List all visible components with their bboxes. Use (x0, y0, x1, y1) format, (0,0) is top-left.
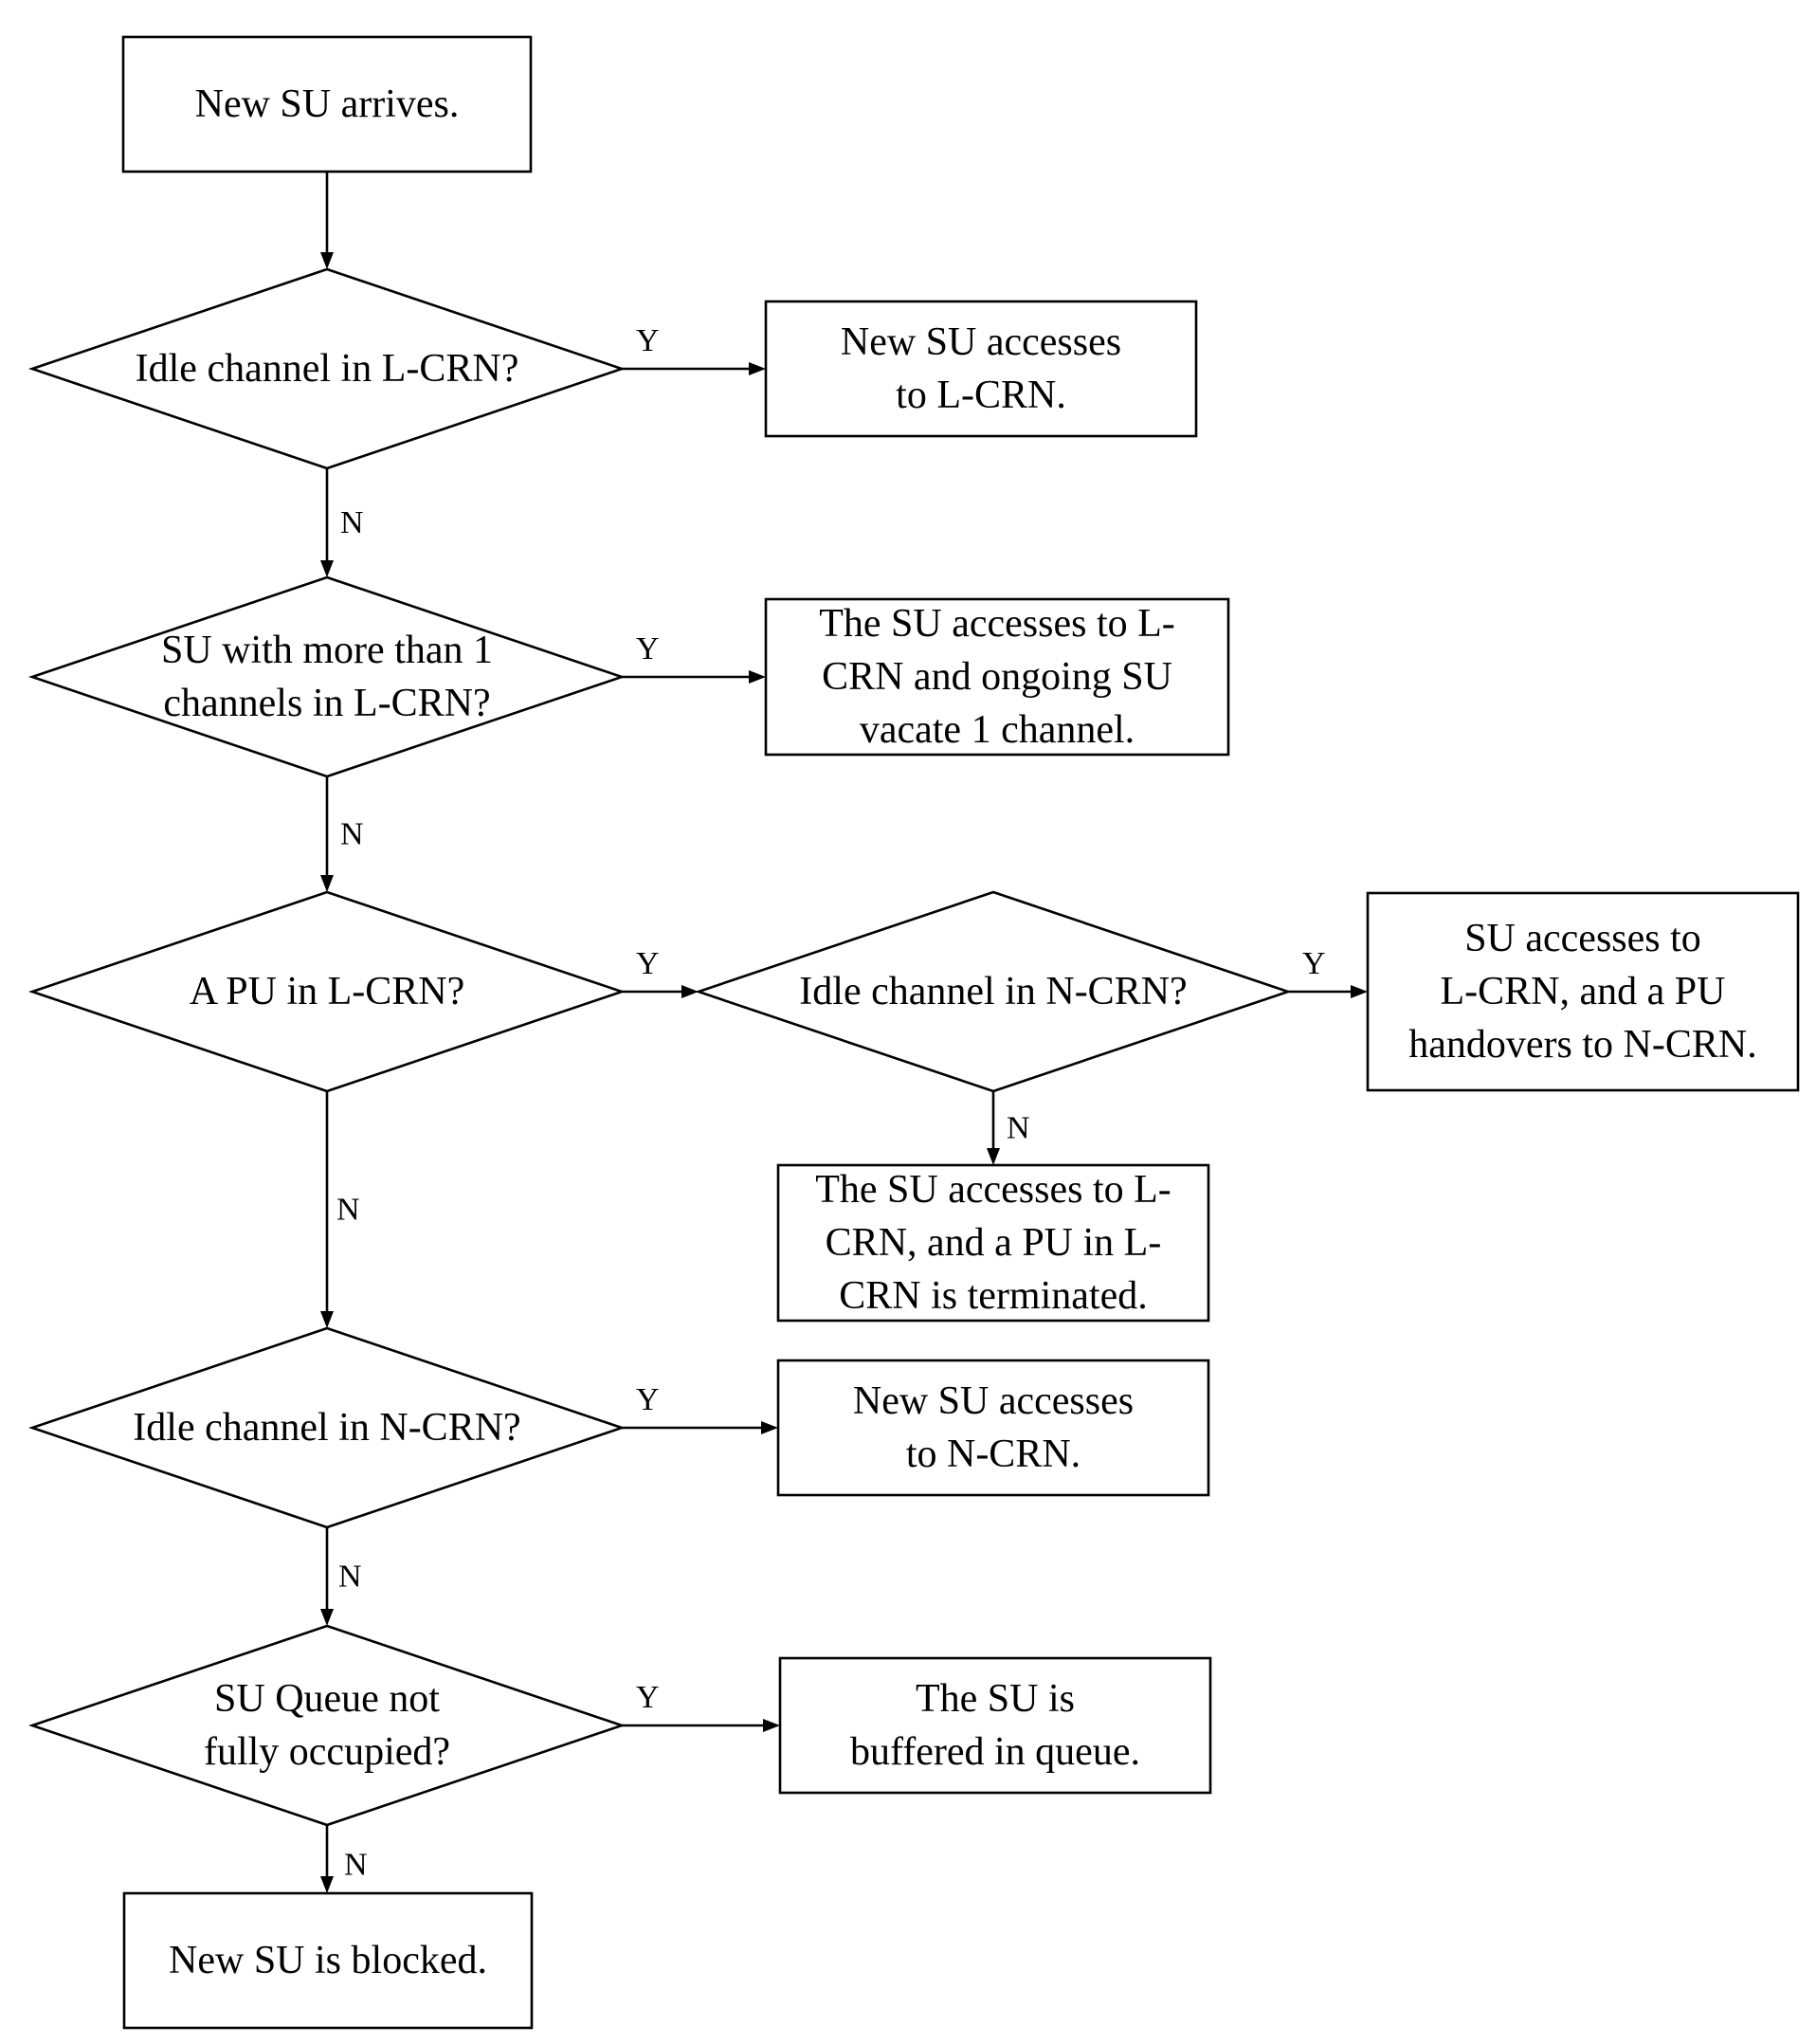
edge-label: Y (636, 1680, 660, 1715)
edge-label: N (340, 817, 364, 852)
arrow-head (320, 560, 334, 577)
edge-d5-end: N (320, 1825, 368, 1893)
edge-label: Y (1302, 946, 1326, 981)
process-box (122, 1891, 534, 2030)
node-text-line: buffered in queue. (850, 1730, 1140, 1774)
decision-diamond (27, 1326, 627, 1529)
arrow-head (1351, 985, 1368, 998)
edge-label: N (338, 1560, 362, 1595)
process-box (778, 1656, 1212, 1795)
arrow-head (320, 1876, 334, 1893)
node-text-line: The SU accesses to L- (815, 1168, 1171, 1212)
node-end: New SU is blocked. (122, 1891, 534, 2030)
node-text-line: Idle channel in N-CRN? (133, 1406, 520, 1450)
node-text-line: New SU is blocked. (169, 1939, 487, 1982)
node-p2: The SU accesses to L- CRN and ongoing SU v… (764, 597, 1230, 757)
node-start: New SU arrives. (121, 35, 533, 173)
node-text-line: The SU accesses to L- (819, 602, 1175, 646)
process-box (121, 35, 533, 173)
node-d2: SU with more than 1 channels in L-CRN? (27, 575, 627, 778)
node-d3: A PU in L-CRN? (27, 890, 627, 1093)
arrow-head (320, 1311, 334, 1328)
process-box (776, 1359, 1210, 1497)
node-text-line: handovers to N-CRN. (1408, 1023, 1756, 1067)
process-box (1366, 891, 1800, 1092)
decision-diamond (27, 267, 627, 470)
node-d4: Idle channel in N-CRN? (27, 1326, 627, 1529)
nodes-layer: New SU arrives. Idle channel in L-CRN? New… (27, 35, 1800, 2030)
node-text-line: New SU accesses (853, 1379, 1134, 1423)
edge-d2-p2: Y (622, 631, 766, 684)
edge-label: Y (636, 323, 660, 358)
edges-layer: Y N Y N Y Y N N Y N Y N (320, 172, 1368, 1893)
node-p6: The SU is buffered in queue. (778, 1656, 1212, 1795)
edge-d5-p6: Y (622, 1680, 780, 1732)
decision-diamond (27, 575, 627, 778)
edge-d1-d2: N (320, 468, 364, 577)
arrow-head (749, 362, 766, 375)
decision-diamond (27, 890, 627, 1093)
node-p1: New SU accesses to L-CRN. (764, 300, 1198, 438)
edge-d2-d3: N (320, 776, 364, 892)
process-box (764, 597, 1230, 757)
node-d1: Idle channel in L-CRN? (27, 267, 627, 470)
decision-diamond (694, 890, 1293, 1093)
node-text-line: The SU is (916, 1677, 1075, 1721)
node-d5: SU Queue not fully occupied? (27, 1624, 627, 1827)
node-text-line: SU with more than 1 (161, 629, 493, 672)
arrow-head (987, 1148, 1000, 1165)
node-text-line: A PU in L-CRN? (190, 970, 465, 1013)
node-text-line: New SU arrives. (195, 82, 460, 126)
node-p3: SU accesses to L-CRN, and a PU handovers t… (1366, 891, 1800, 1092)
node-text-line: SU Queue not (214, 1677, 440, 1721)
edge-label: Y (636, 946, 660, 981)
node-p4: The SU accesses to L- CRN, and a PU in L-… (776, 1163, 1210, 1323)
node-text-line: CRN, and a PU in L- (826, 1221, 1162, 1265)
edge-label: N (336, 1193, 360, 1228)
edge-label: N (344, 1848, 368, 1883)
node-text-line: Idle channel in L-CRN? (136, 347, 519, 391)
node-text-line: SU accesses to (1464, 917, 1701, 960)
arrow-head (763, 1719, 780, 1732)
arrow-head (761, 1421, 778, 1434)
edge-d3-d4: N (320, 1091, 360, 1328)
node-text-line: L-CRN, and a PU (1441, 970, 1726, 1013)
arrow-head (320, 252, 334, 269)
edge-start-d1 (320, 172, 334, 269)
edge-d1-p1: Y (622, 323, 766, 375)
node-text-line: channels in L-CRN? (163, 682, 490, 725)
edge-d3-d3b: Y (622, 946, 699, 998)
edge-label: N (340, 505, 364, 540)
process-box (764, 300, 1198, 438)
node-p5: New SU accesses to N-CRN. (776, 1359, 1210, 1497)
edge-d3b-p3: Y (1288, 946, 1368, 998)
arrow-head (320, 875, 334, 892)
node-text-line: fully occupied? (204, 1730, 450, 1774)
node-text-line: to L-CRN. (896, 374, 1066, 417)
node-text-line: CRN is terminated. (839, 1274, 1147, 1318)
process-box (776, 1163, 1210, 1323)
node-text-line: Idle channel in N-CRN? (799, 970, 1187, 1013)
edge-label: Y (636, 631, 660, 666)
arrow-head (749, 670, 766, 684)
edge-d4-p5: Y (622, 1382, 778, 1434)
node-text-line: vacate 1 channel. (860, 708, 1135, 752)
decision-diamond (27, 1624, 627, 1827)
edge-label: N (1007, 1111, 1030, 1146)
node-text-line: to N-CRN. (906, 1433, 1081, 1476)
edge-d3b-p4: N (987, 1091, 1030, 1165)
arrow-head (320, 1609, 334, 1626)
node-text-line: CRN and ongoing SU (822, 655, 1172, 699)
edge-label: Y (636, 1382, 660, 1417)
edge-d4-d5: N (320, 1527, 362, 1626)
arrow-head (681, 985, 699, 998)
node-d3b: Idle channel in N-CRN? (694, 890, 1293, 1093)
node-text-line: New SU accesses (841, 320, 1121, 364)
